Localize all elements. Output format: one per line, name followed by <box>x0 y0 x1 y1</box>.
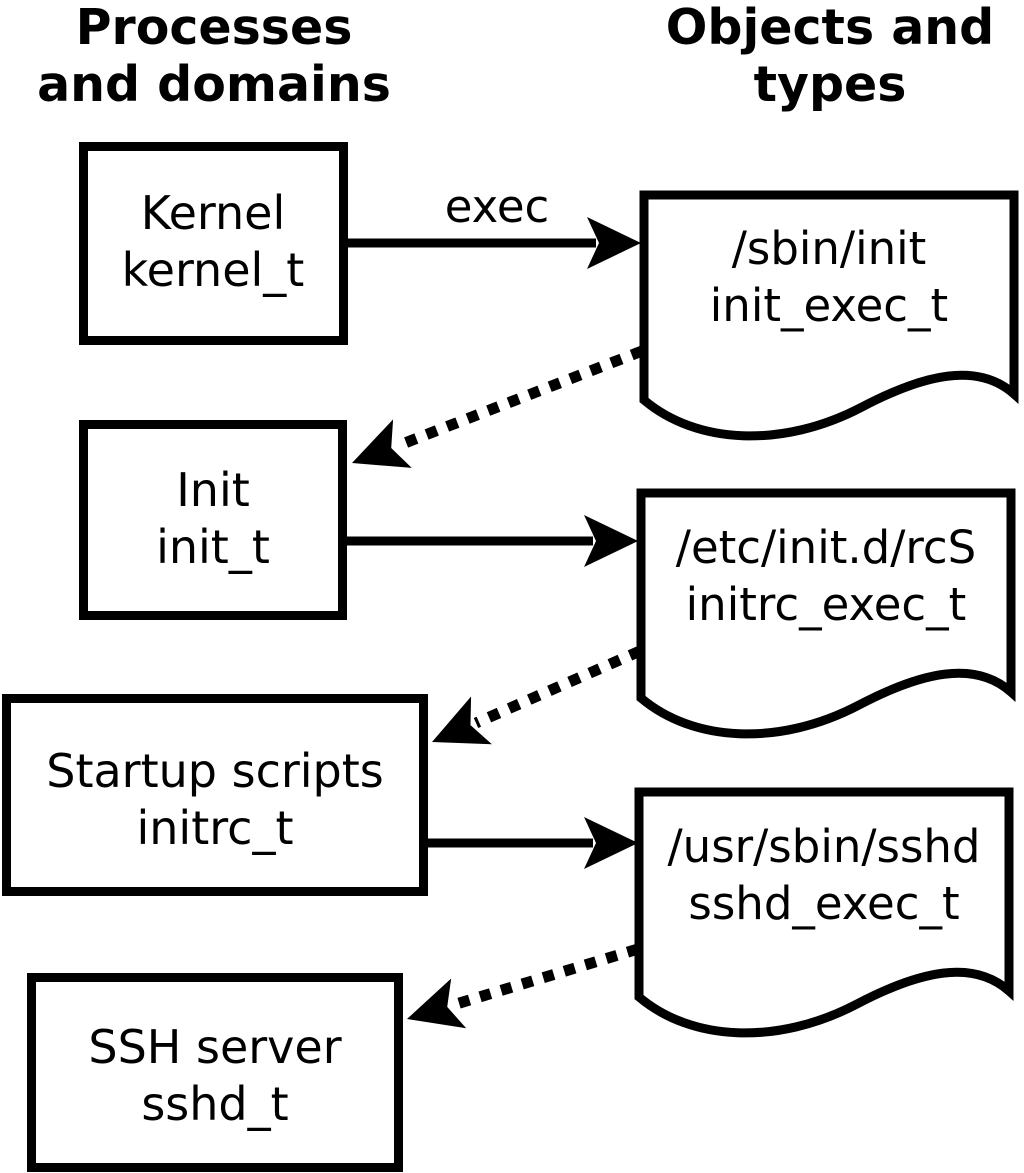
exec-arrow-kernel-to-sbin-init: exec <box>348 180 641 269</box>
process-name: Init <box>176 463 250 517</box>
arrowhead-icon <box>352 419 412 468</box>
exec-arrow-initrc-to-sshd <box>428 817 638 869</box>
header-left-line2: and domains <box>37 56 391 113</box>
process-box-rect <box>27 973 403 1172</box>
process-box-kernel: Kernel kernel_t <box>79 142 348 345</box>
process-box-rect <box>79 142 348 345</box>
arrowhead-icon <box>432 696 492 745</box>
document-shape <box>636 488 1016 739</box>
document-shape <box>639 190 1019 441</box>
process-domain: sshd_t <box>141 1077 288 1131</box>
process-domain: kernel_t <box>122 243 305 297</box>
exec-arrow-label: exec <box>445 180 550 233</box>
arrowhead-icon <box>584 515 638 567</box>
process-box-startup-scripts: Startup scripts initrc_t <box>2 694 428 896</box>
column-header-processes: Processes and domains <box>37 0 391 113</box>
process-box-rect <box>79 420 347 620</box>
column-header-objects: Objects and types <box>666 0 994 113</box>
process-name: SSH server <box>88 1020 341 1074</box>
arrowhead-icon <box>587 217 641 269</box>
process-name: Startup scripts <box>46 744 384 798</box>
process-box-ssh-server: SSH server sshd_t <box>27 973 403 1172</box>
object-path: /etc/init.d/rcS <box>676 521 976 574</box>
object-path: /usr/sbin/sshd <box>668 820 981 873</box>
arrowhead-icon <box>584 817 638 869</box>
object-path: /sbin/init <box>732 222 927 275</box>
transition-arrow-sshd-exec-to-sshd <box>407 943 640 1029</box>
header-right-line2: types <box>754 56 907 113</box>
object-doc-usr-sbin-sshd: /usr/sbin/sshd sshd_exec_t <box>634 787 1014 1038</box>
process-box-rect <box>2 694 428 896</box>
object-doc-sbin-init: /sbin/init init_exec_t <box>639 190 1019 441</box>
process-domain: initrc_t <box>137 801 294 855</box>
arrowhead-icon <box>407 978 467 1029</box>
transition-arrow-rcS-to-initrc <box>432 645 643 745</box>
process-box-init: Init init_t <box>79 420 347 620</box>
header-left-line1: Processes <box>76 0 353 56</box>
object-doc-etc-initd-rcS: /etc/init.d/rcS initrc_exec_t <box>636 488 1016 739</box>
object-type: initrc_exec_t <box>686 578 967 631</box>
transition-arrow-line <box>451 943 640 1011</box>
exec-arrow-init-to-rcS <box>347 515 638 567</box>
object-type: sshd_exec_t <box>688 877 959 930</box>
process-domain: init_t <box>156 520 270 574</box>
header-right-line1: Objects and <box>666 0 994 56</box>
process-name: Kernel <box>141 186 286 240</box>
object-type: init_exec_t <box>710 279 948 332</box>
transition-arrow-line <box>395 345 644 452</box>
document-shape <box>634 787 1014 1038</box>
transition-arrow-line <box>473 645 643 729</box>
transition-arrow-sbin-init-to-init <box>352 345 644 468</box>
